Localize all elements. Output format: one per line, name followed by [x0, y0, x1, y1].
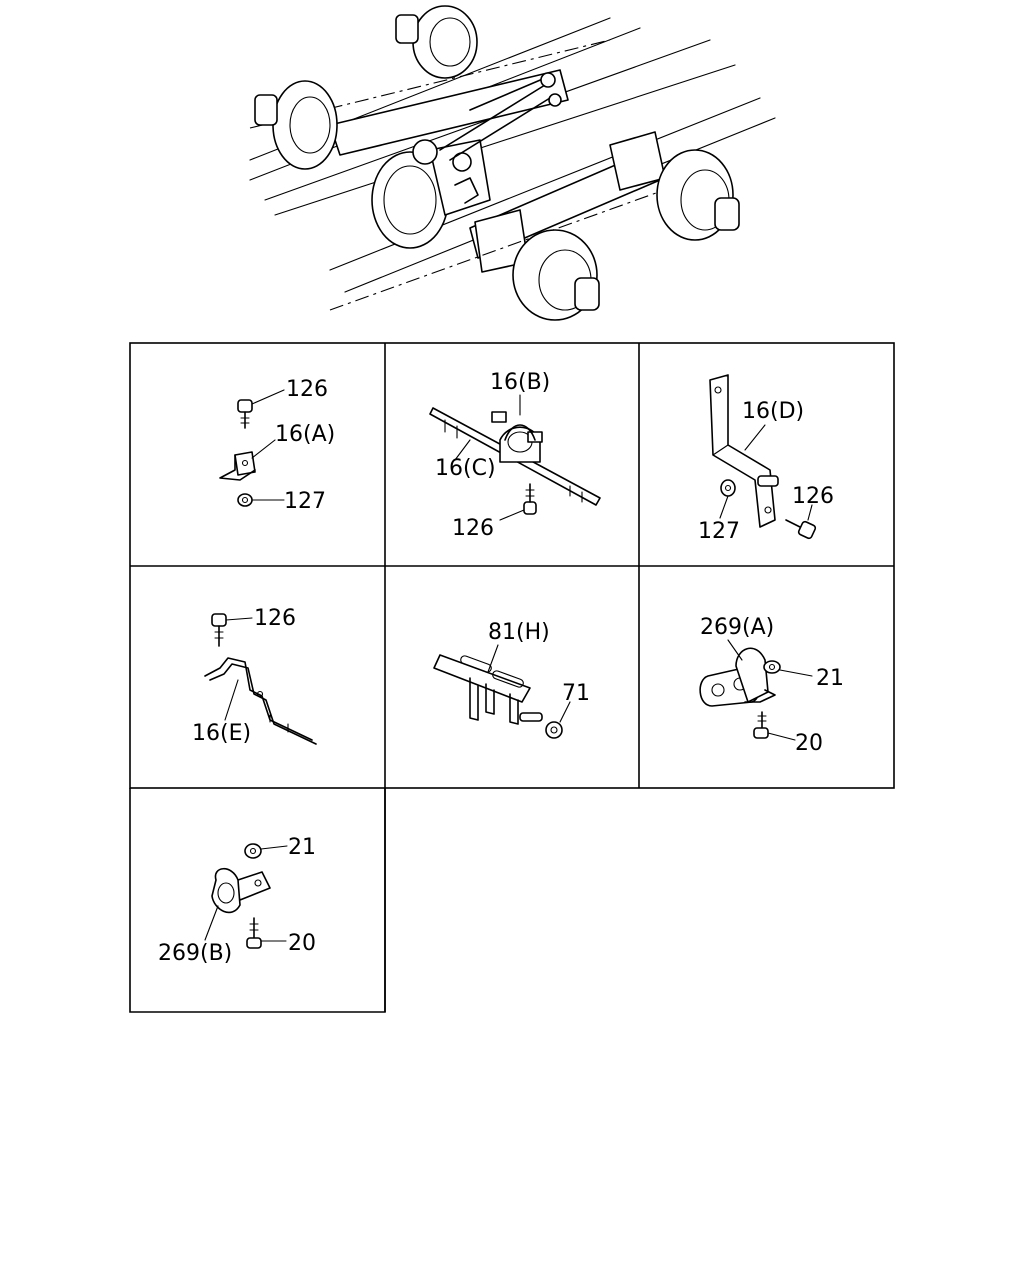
label-16e: 16(E)	[192, 721, 251, 746]
bracket-81h	[433, 654, 531, 725]
torque-rods	[439, 72, 562, 161]
label-81h: 81(H)	[488, 620, 550, 645]
bracket-16d	[709, 374, 776, 528]
label-21: 21	[288, 835, 316, 860]
label-16a: 16(A)	[275, 422, 335, 447]
label-21: 21	[816, 666, 844, 691]
clip-269a	[699, 647, 776, 707]
detail-cell-16d: 16(D) 127 126	[698, 374, 834, 544]
label-71: 71	[562, 681, 590, 706]
detail-cell-81h: 81(H) 71	[433, 620, 590, 739]
label-126: 126	[792, 484, 834, 509]
nut-21	[244, 843, 262, 859]
wheel-hub-front-left	[512, 229, 600, 321]
label-269b: 269(B)	[158, 941, 232, 966]
label-16d: 16(D)	[742, 399, 804, 424]
clamp-16b	[491, 411, 543, 463]
differential-housing	[371, 139, 491, 249]
nut-21	[763, 660, 781, 674]
rear-axle-assembly	[249, 5, 776, 321]
label-126: 126	[254, 606, 296, 631]
bolt-20	[246, 917, 262, 949]
bracket-16a	[219, 451, 256, 481]
bolt-20	[753, 711, 769, 739]
label-269a: 269(A)	[700, 615, 774, 640]
label-20: 20	[288, 931, 316, 956]
nut-127	[720, 479, 736, 497]
label-16c: 16(C)	[435, 456, 496, 481]
label-127: 127	[698, 519, 740, 544]
stud-and-nut-71	[519, 712, 563, 739]
detail-cell-269b: 21 269(B) 20	[158, 835, 316, 966]
wheel-hub-rear-right	[395, 5, 478, 79]
label-16b: 16(B)	[490, 370, 550, 395]
bolt-126	[523, 483, 537, 515]
detail-cell-16a: 126 16(A) 127	[219, 377, 335, 514]
label-126: 126	[452, 516, 494, 541]
nut-127	[237, 493, 253, 507]
label-127: 127	[284, 489, 326, 514]
wheel-hub-front-right	[656, 149, 740, 241]
bolt-126	[785, 519, 817, 540]
detail-cell-269a: 269(A) 21 20	[699, 615, 844, 756]
bolt-126	[237, 399, 253, 429]
label-126: 126	[286, 377, 328, 402]
detail-cell-16e: 126 16(E)	[192, 606, 317, 746]
bracket-16e	[204, 657, 317, 745]
detail-grid	[129, 342, 895, 1013]
detail-cell-16b-16c: 16(B) 16(C) 126	[429, 370, 601, 541]
wheel-hub-rear-left	[254, 80, 338, 170]
bolt-126	[211, 613, 227, 647]
clip-269b	[211, 867, 271, 914]
stud	[757, 475, 779, 487]
label-20: 20	[795, 731, 823, 756]
